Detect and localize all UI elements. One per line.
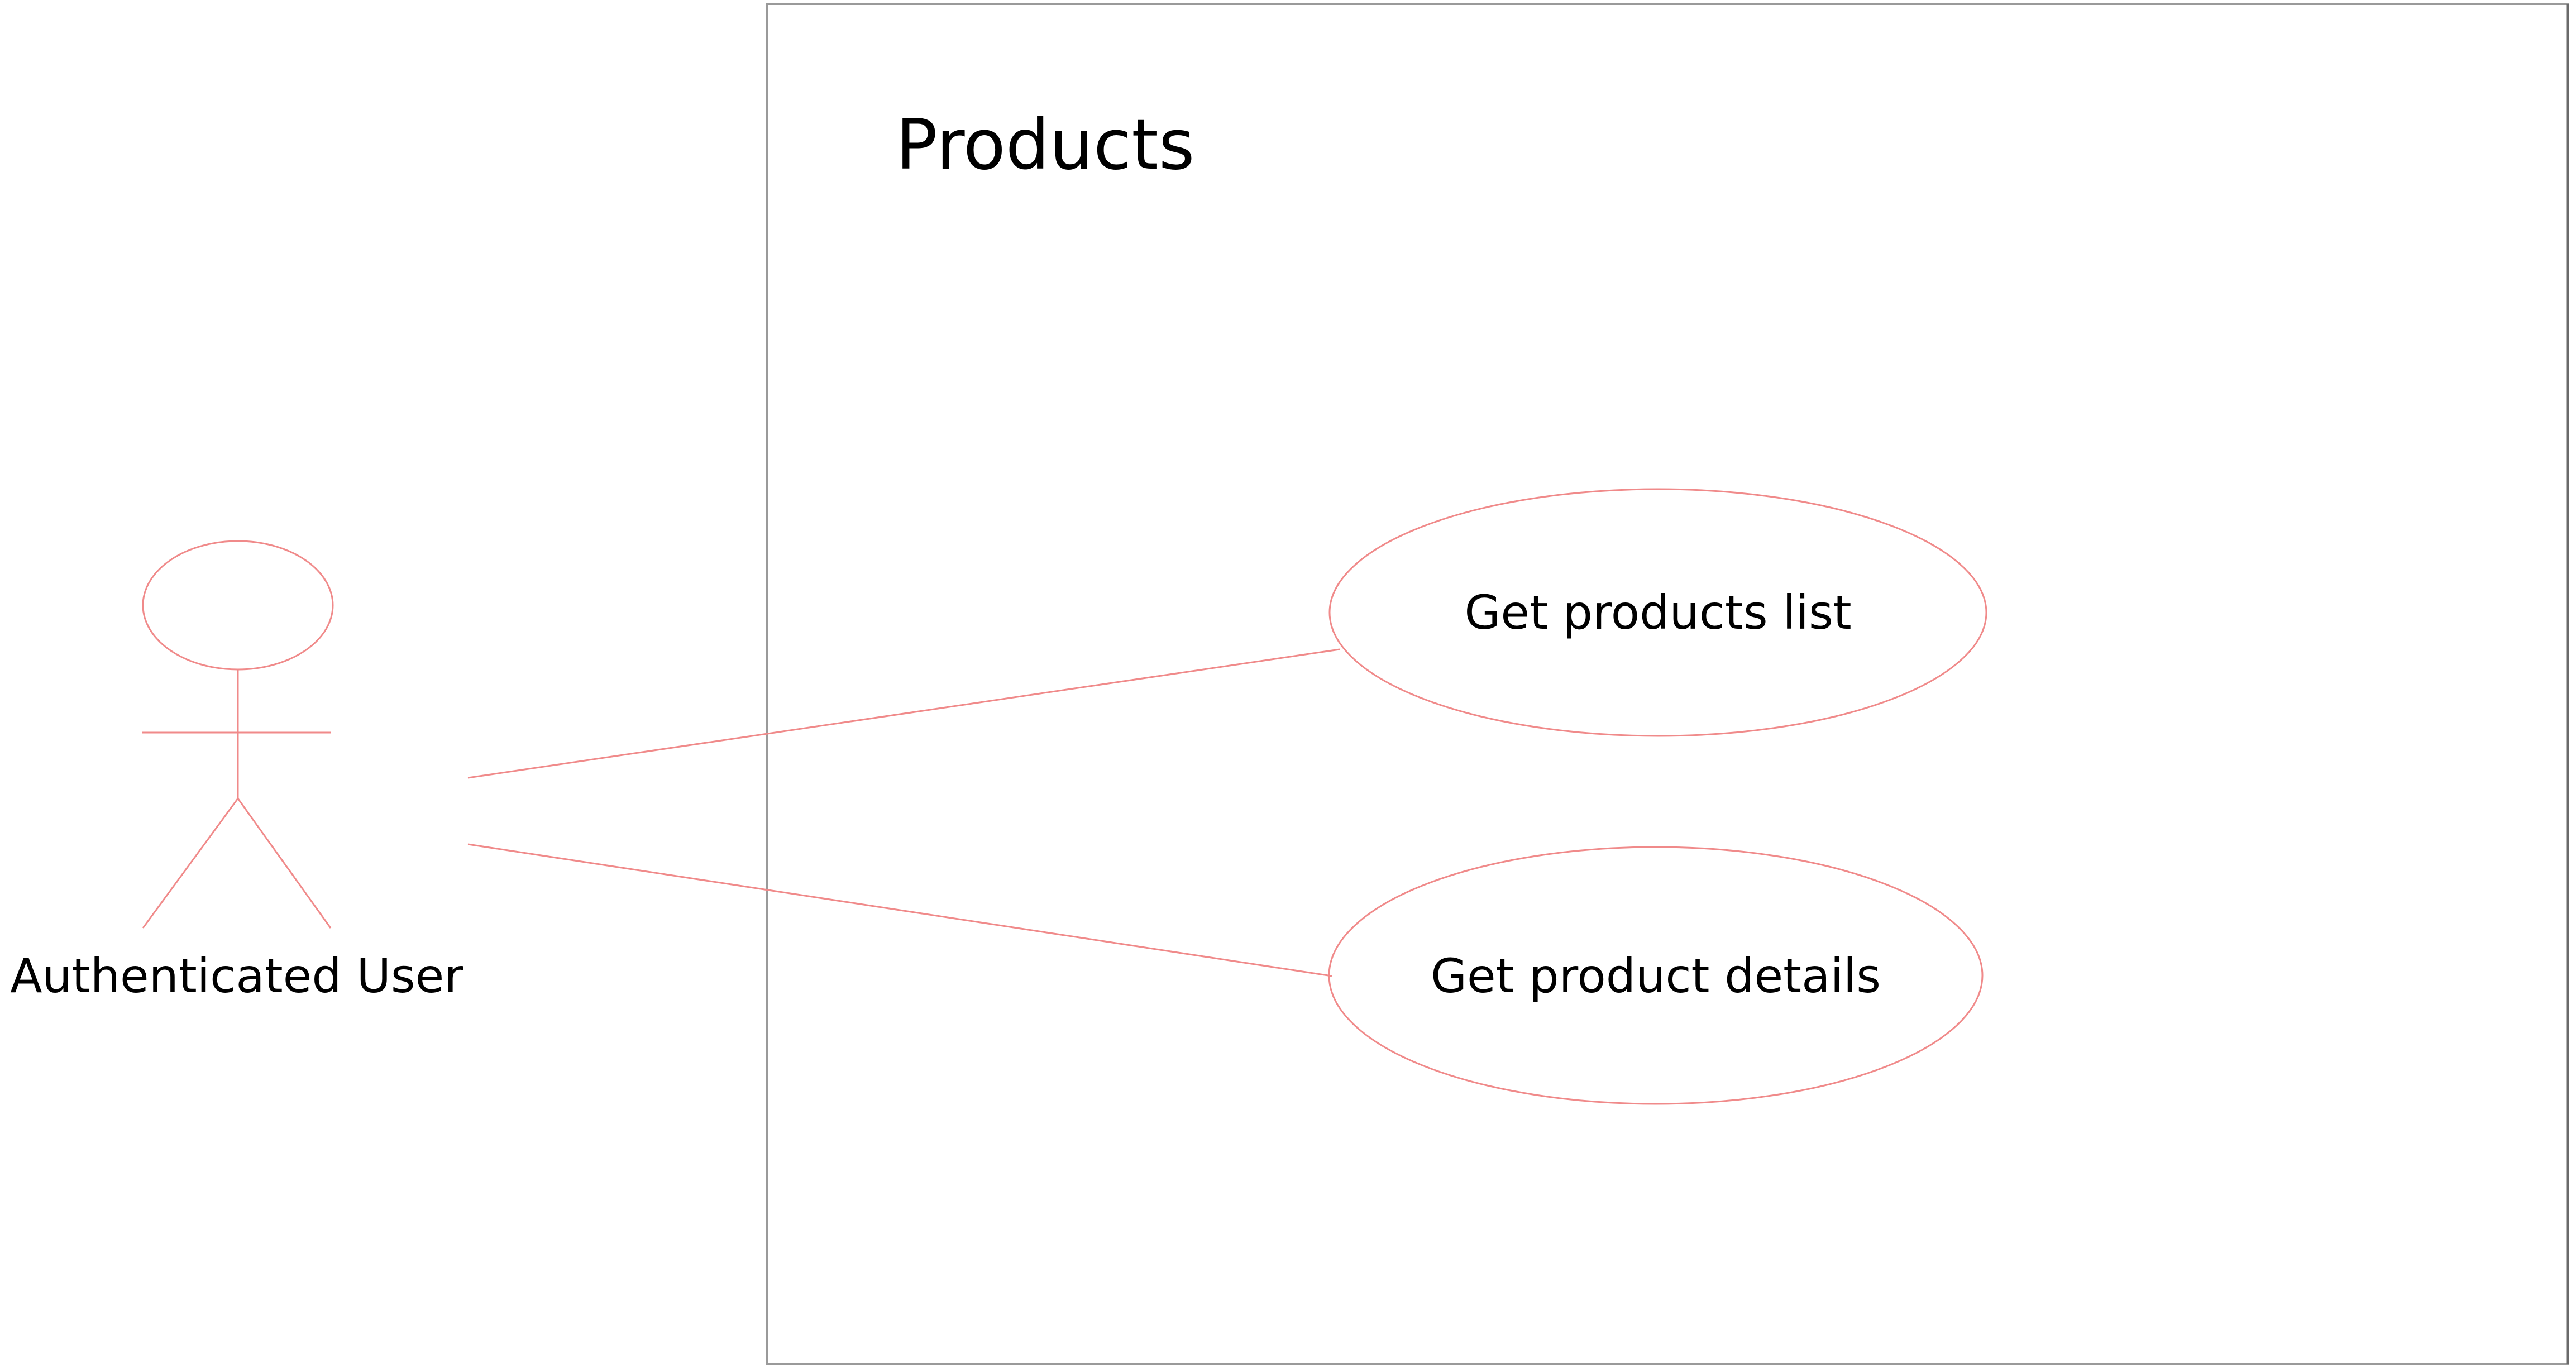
use-case-ellipse (1328, 488, 1987, 737)
system-boundary-frame (766, 3, 2569, 1365)
use-case-label: Get product details (1431, 949, 1881, 1003)
use-case-get-product-details[interactable]: Get product details (1328, 846, 1984, 1105)
use-case-label: Get products list (1464, 585, 1851, 640)
actor-authenticated-user[interactable]: Authenticated User (10, 540, 463, 1003)
actor-left-leg (142, 798, 239, 929)
use-case-ellipse (1328, 846, 1984, 1105)
use-case-get-products-list[interactable]: Get products list (1328, 488, 1987, 737)
actor-head (142, 540, 334, 671)
actor-label: Authenticated User (10, 949, 463, 1003)
system-boundary: Products (766, 3, 2569, 1365)
system-boundary-title: Products (896, 105, 1194, 185)
actor-right-leg (237, 798, 332, 929)
associations (467, 648, 1340, 977)
association-line-products-list (467, 648, 1340, 779)
stick-figure-icon (142, 540, 334, 929)
association-line-product-details (467, 843, 1332, 977)
